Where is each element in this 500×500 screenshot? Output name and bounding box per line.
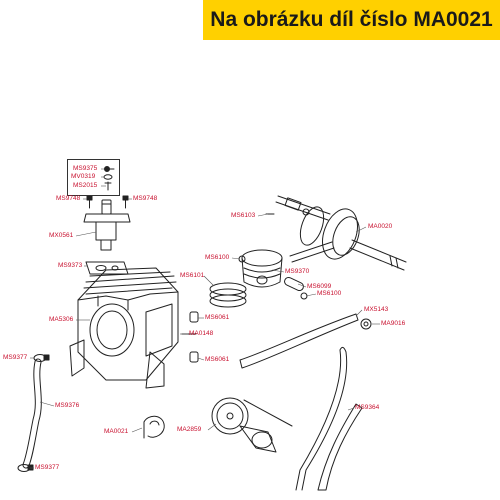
cylinder-icon xyxy=(69,267,179,389)
label-ms9364: MS9364 xyxy=(355,404,380,411)
clamp-ms9377-top-icon xyxy=(33,354,50,362)
label-ms6061-bottom: MS6061 xyxy=(205,356,230,363)
label-ms6100-top: MS6100 xyxy=(205,254,230,261)
bolt-ma9016-icon xyxy=(360,318,372,330)
chain-guide-icon xyxy=(239,313,359,369)
bolt-ms9748-right-icon xyxy=(122,195,129,209)
label-mx0561: MX0561 xyxy=(49,232,74,239)
label-mv0319: MV0319 xyxy=(71,173,96,180)
tensioner-slider-icon xyxy=(317,403,363,491)
label-ms6099: MS6099 xyxy=(307,283,332,290)
label-ma5306: MA5306 xyxy=(49,316,74,323)
label-mx5143: MX5143 xyxy=(364,306,389,313)
label-ma0020: MA0020 xyxy=(368,223,393,230)
label-ms6061-top: MS6061 xyxy=(205,314,230,321)
camshaft-icon xyxy=(211,397,293,453)
label-ms9748-right: MS9748 xyxy=(133,195,158,202)
chain-tensioner-icon xyxy=(83,199,131,251)
label-ma2859: MA2859 xyxy=(177,426,202,433)
label-ms9373: MS9373 xyxy=(58,262,83,269)
dowel-pin-bottom-icon xyxy=(189,351,199,363)
hose-icon xyxy=(22,358,42,469)
screw-ms2015-icon xyxy=(104,181,112,191)
label-ms2015: MS2015 xyxy=(73,182,98,189)
banner-text: Na obrázku díl číslo MA0021 xyxy=(210,8,493,31)
label-ms9370: MS9370 xyxy=(285,268,310,275)
label-ms9375: MS9375 xyxy=(73,165,98,172)
part-number-banner: Na obrázku díl číslo MA0021 xyxy=(203,0,500,40)
label-ms9376: MS9376 xyxy=(55,402,80,409)
piston-icon xyxy=(241,249,283,288)
label-ms9377-top: MS9377 xyxy=(3,354,28,361)
dowel-pin-top-icon xyxy=(189,311,199,323)
label-ms6100-bottom: MS6100 xyxy=(317,290,342,297)
piston-pin-icon xyxy=(284,276,304,292)
label-ms6103: MS6103 xyxy=(231,212,256,219)
label-ms9748-left: MS9748 xyxy=(56,195,81,202)
piston-rings-icon xyxy=(209,282,247,308)
label-ms9377-bottom: MS9377 xyxy=(35,464,60,471)
label-ma9016: MA9016 xyxy=(381,320,406,327)
bolt-group-box xyxy=(67,159,120,196)
label-ms6101: MS6101 xyxy=(180,272,205,279)
label-ma0148: MA0148 xyxy=(189,330,214,337)
decompressor-part-icon xyxy=(143,415,165,439)
label-ma0021: MA0021 xyxy=(104,428,129,435)
bolt-ms9748-left-icon xyxy=(86,195,93,209)
gasket-icon xyxy=(85,261,129,275)
bolt-ms9375-icon xyxy=(104,166,115,172)
timing-chain-icon xyxy=(295,346,348,491)
crankshaft-icon xyxy=(275,195,407,271)
